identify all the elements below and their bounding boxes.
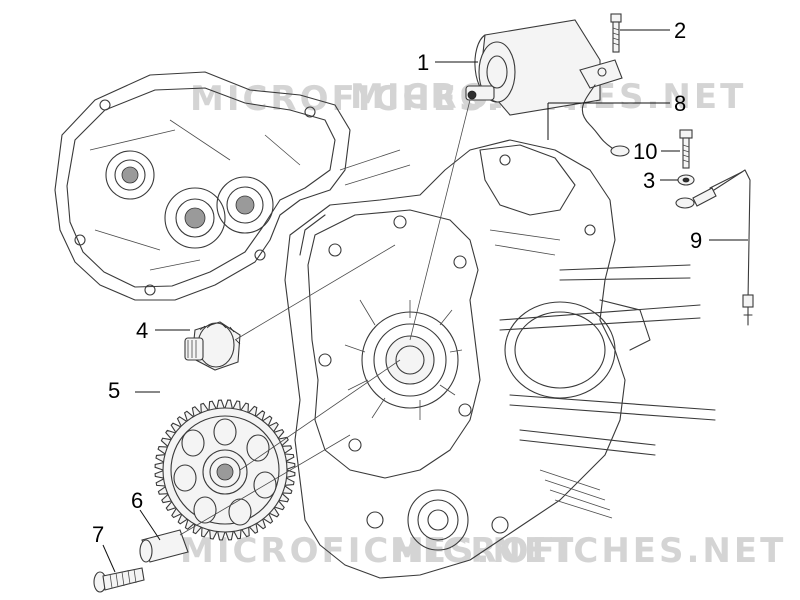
pinion-gear — [184, 321, 241, 371]
callout-2: 2 — [674, 18, 686, 43]
cable-part-9 — [675, 169, 754, 326]
flywheel-gear — [154, 399, 296, 541]
callout-6: 6 — [131, 488, 143, 513]
screw-part-2 — [610, 13, 622, 53]
pin-part-6 — [139, 529, 189, 563]
callout-3: 3 — [643, 168, 655, 193]
leader-lines — [102, 29, 748, 573]
starter-motor — [465, 19, 623, 116]
watermark-bottom: MICROFICHES.NET — [180, 531, 576, 571]
callout-1: 1 — [417, 50, 429, 75]
washer-part-3 — [677, 174, 695, 186]
callout-4: 4 — [136, 318, 148, 343]
callout-8: 8 — [674, 91, 686, 116]
callout-9: 9 — [690, 228, 702, 253]
callout-10: 10 — [633, 139, 657, 164]
callout-7: 7 — [92, 522, 104, 547]
crankcase — [54, 71, 716, 579]
ground-cable — [581, 84, 630, 157]
bolt-part-10 — [679, 129, 693, 169]
callout-5: 5 — [108, 378, 120, 403]
callouts: 1 2 3 4 5 6 7 8 9 10 — [92, 18, 702, 547]
screw-part-7 — [93, 567, 145, 593]
